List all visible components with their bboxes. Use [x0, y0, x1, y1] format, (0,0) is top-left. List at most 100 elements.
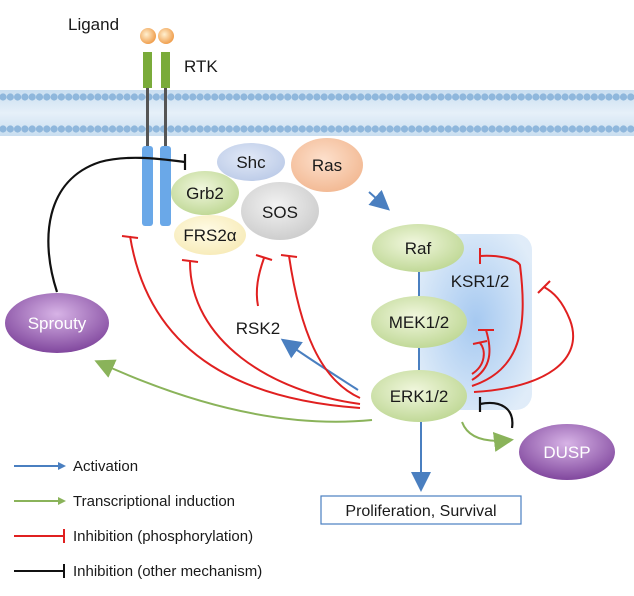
- shc-node: [217, 143, 285, 181]
- lipid-head: [211, 125, 219, 133]
- activation-arrows: [280, 189, 431, 492]
- lipid-head: [627, 93, 634, 101]
- lipid-head: [254, 125, 263, 133]
- outcome-label: Proliferation, Survival: [345, 503, 496, 520]
- lipid-head: [364, 125, 372, 133]
- lipid-head: [503, 125, 511, 133]
- lipid-head: [532, 93, 540, 101]
- lipid-head: [94, 93, 102, 101]
- lipid-head: [276, 93, 284, 101]
- lipid-head: [371, 93, 379, 101]
- lipid-head: [335, 93, 343, 101]
- lipid-head: [342, 125, 350, 133]
- lipid-head: [138, 125, 146, 133]
- lipid-head: [28, 93, 36, 101]
- lipid-head: [138, 93, 146, 101]
- lipid-head: [320, 125, 328, 133]
- lipid-head: [6, 125, 14, 133]
- erk-inhibits-raf: [471, 254, 524, 387]
- lipid-head: [525, 125, 533, 133]
- lipid-head: [386, 125, 394, 133]
- lipid-head: [108, 93, 117, 101]
- ligand-molecule: [158, 28, 174, 44]
- lipid-head: [327, 125, 336, 133]
- lipid-head: [598, 93, 606, 101]
- lipid-head: [357, 125, 365, 133]
- rsk2-inhibits-sos: [255, 257, 265, 307]
- shc-label: Shc: [236, 153, 266, 172]
- lipid-head: [14, 93, 22, 101]
- lipid-head: [94, 125, 102, 133]
- lipid-head: [379, 93, 387, 101]
- erk-to-rsk2-arrow: [280, 338, 359, 391]
- lipid-head: [43, 125, 51, 133]
- lipid-head: [583, 125, 591, 133]
- erk-inhibits-ksr: [473, 286, 575, 393]
- erk-inhibits-rtk: [129, 235, 361, 409]
- frs2a-label: FRS2α: [183, 226, 236, 245]
- lipid-head: [28, 125, 36, 133]
- lipid-head: [174, 93, 182, 101]
- lipid-head: [444, 125, 452, 133]
- lipid-head: [430, 93, 438, 101]
- lipid-head: [452, 125, 460, 133]
- lipid-head: [546, 125, 555, 133]
- erk-to-dusp-arrow: [461, 421, 514, 452]
- lipid-head: [612, 125, 620, 133]
- lipid-head: [532, 125, 540, 133]
- ligand-molecule: [140, 28, 156, 44]
- lipid-head: [6, 93, 14, 101]
- lipid-head: [167, 93, 175, 101]
- lipid-head: [203, 125, 211, 133]
- other-inhibition-lines: [47, 154, 514, 429]
- lipid-head: [386, 93, 394, 101]
- sos-node: [241, 182, 319, 240]
- raf-node: [372, 224, 464, 272]
- lipid-head: [408, 125, 416, 133]
- lipid-head: [130, 93, 138, 101]
- lipid-head: [65, 125, 73, 133]
- lipid-head: [218, 125, 226, 133]
- lipid-head: [459, 125, 467, 133]
- lipid-head: [546, 93, 555, 101]
- lipid-head: [72, 93, 80, 101]
- lipid-head: [79, 125, 87, 133]
- lipid-head: [437, 93, 445, 101]
- lipid-head: [612, 93, 620, 101]
- lipid-head: [21, 125, 29, 133]
- lipid-head: [488, 93, 496, 101]
- lipid-head: [473, 93, 482, 101]
- raf-label: Raf: [405, 239, 432, 258]
- lipid-head: [393, 125, 401, 133]
- lipid-head: [466, 93, 474, 101]
- lipid-head: [576, 93, 584, 101]
- lipid-head: [525, 93, 533, 101]
- lipid-head: [65, 93, 73, 101]
- lipid-head: [123, 93, 131, 101]
- lipid-head: [422, 125, 430, 133]
- lipid-head: [510, 93, 518, 101]
- legend-label: Transcriptional induction: [73, 493, 235, 510]
- mek-label: MEK1/2: [389, 313, 449, 332]
- lipid-head: [357, 93, 365, 101]
- lipid-head: [408, 93, 416, 101]
- lipid-head: [130, 125, 138, 133]
- rtk-receptor: [142, 52, 171, 226]
- tbar: [537, 280, 551, 294]
- lipid-head: [203, 93, 211, 101]
- lipid-head: [211, 93, 219, 101]
- outcome-box: [320, 495, 522, 525]
- lipid-head: [517, 93, 525, 101]
- lipid-head: [101, 125, 109, 133]
- lipid-head: [619, 125, 628, 133]
- lipid-head: [576, 125, 584, 133]
- ras-label: Ras: [312, 156, 342, 175]
- lipid-head: [313, 93, 321, 101]
- lipid-head: [167, 125, 175, 133]
- lipid-head: [291, 125, 299, 133]
- tbar: [472, 340, 488, 345]
- lipid-head: [342, 93, 350, 101]
- dusp-label: DUSP: [543, 443, 590, 462]
